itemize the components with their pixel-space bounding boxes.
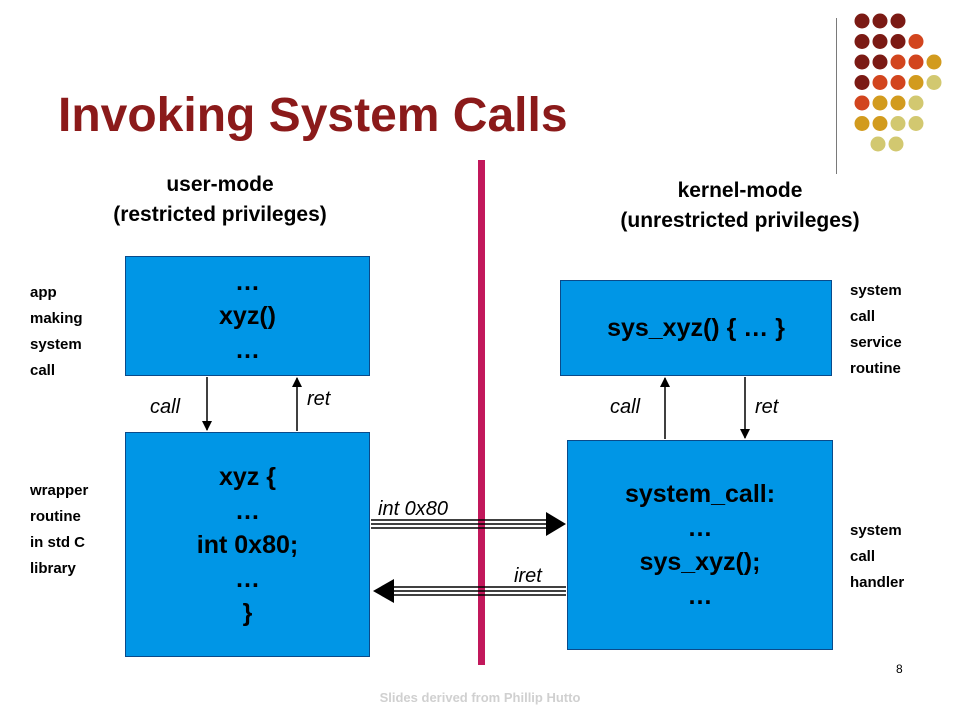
decorative-dot <box>854 54 870 70</box>
user-mode-sublabel: (restricted privileges) <box>113 203 327 226</box>
wrapper-box-line: xyz { <box>219 462 276 491</box>
decorative-dot <box>872 54 888 70</box>
user-mode-label: user-mode <box>166 173 274 196</box>
wrapper-box-line: … <box>235 564 260 593</box>
service-box-line: sys_xyz() { … } <box>607 314 785 342</box>
handler-box-line: system_call: <box>624 480 776 508</box>
user-mode-heading: user-mode (restricted privileges) <box>90 170 350 230</box>
wrapper-box-line: … <box>235 496 260 525</box>
iret-arrow <box>373 579 566 603</box>
decorative-dot <box>890 13 906 29</box>
decorative-dot <box>872 34 888 49</box>
decorative-dot <box>872 116 888 131</box>
decorative-dot <box>908 116 924 131</box>
left-call-label: call <box>150 396 181 418</box>
decorative-dot <box>854 13 870 29</box>
handler-box-line: … <box>687 514 713 542</box>
int-0x80-label: int 0x80 <box>378 498 449 520</box>
decorative-dot <box>908 34 924 49</box>
iret-label: iret <box>514 565 542 587</box>
handler-box-line: … <box>687 582 713 610</box>
decorative-dot <box>870 136 886 152</box>
decorative-dot <box>908 95 924 111</box>
decorative-vertical-line <box>836 18 837 174</box>
service-side-label: system call service routine <box>850 282 902 377</box>
service-routine-box: sys_xyz() { … } <box>560 280 832 376</box>
decorative-dot <box>890 116 906 131</box>
decorative-dot <box>890 75 906 90</box>
int-0x80-arrow <box>371 512 566 536</box>
right-call-label: call <box>610 396 641 418</box>
decorative-dot <box>854 116 870 131</box>
app-side-label: app making system call <box>30 284 83 379</box>
app-box: … xyz() … <box>125 256 370 376</box>
decorative-dot <box>890 54 906 70</box>
app-box-line: … <box>235 336 260 364</box>
right-ret-label: ret <box>755 396 779 418</box>
decorative-dot <box>854 95 870 111</box>
app-box-line: … <box>235 268 260 296</box>
page-title: Invoking System Calls <box>58 89 568 142</box>
wrapper-routine-box: xyz { … int 0x80; … } <box>125 432 370 657</box>
kernel-mode-label: kernel-mode <box>677 179 803 202</box>
decorative-dot <box>908 54 924 70</box>
system-call-handler-box: system_call: … sys_xyz(); … <box>567 440 833 650</box>
wrapper-side-label: wrapper routine in std C library <box>30 482 89 577</box>
privilege-boundary-line <box>478 160 485 665</box>
kernel-mode-heading: kernel-mode (unrestricted privileges) <box>590 176 890 236</box>
decorative-dot <box>926 75 942 90</box>
decorative-dot <box>908 75 924 90</box>
footer-credit: Slides derived from Phillip Hutto <box>379 690 581 705</box>
decorative-dot <box>854 75 870 90</box>
app-box-line: xyz() <box>219 302 276 330</box>
left-ret-label: ret <box>307 388 331 410</box>
wrapper-box-line: } <box>242 598 253 627</box>
decorative-dot <box>872 13 888 29</box>
decorative-dot <box>888 136 904 152</box>
decorative-dot <box>926 54 942 70</box>
decorative-dot <box>890 95 906 111</box>
decorative-dot <box>890 34 906 49</box>
kernel-mode-sublabel: (unrestricted privileges) <box>620 209 860 232</box>
decorative-dot <box>872 95 888 111</box>
page-number: 8 <box>896 662 903 676</box>
wrapper-box-line: int 0x80; <box>196 530 299 559</box>
decorative-dot <box>872 75 888 90</box>
handler-box-line: sys_xyz(); <box>639 548 761 576</box>
handler-side-label: system call handler <box>850 522 905 591</box>
decorative-dot <box>854 34 870 49</box>
